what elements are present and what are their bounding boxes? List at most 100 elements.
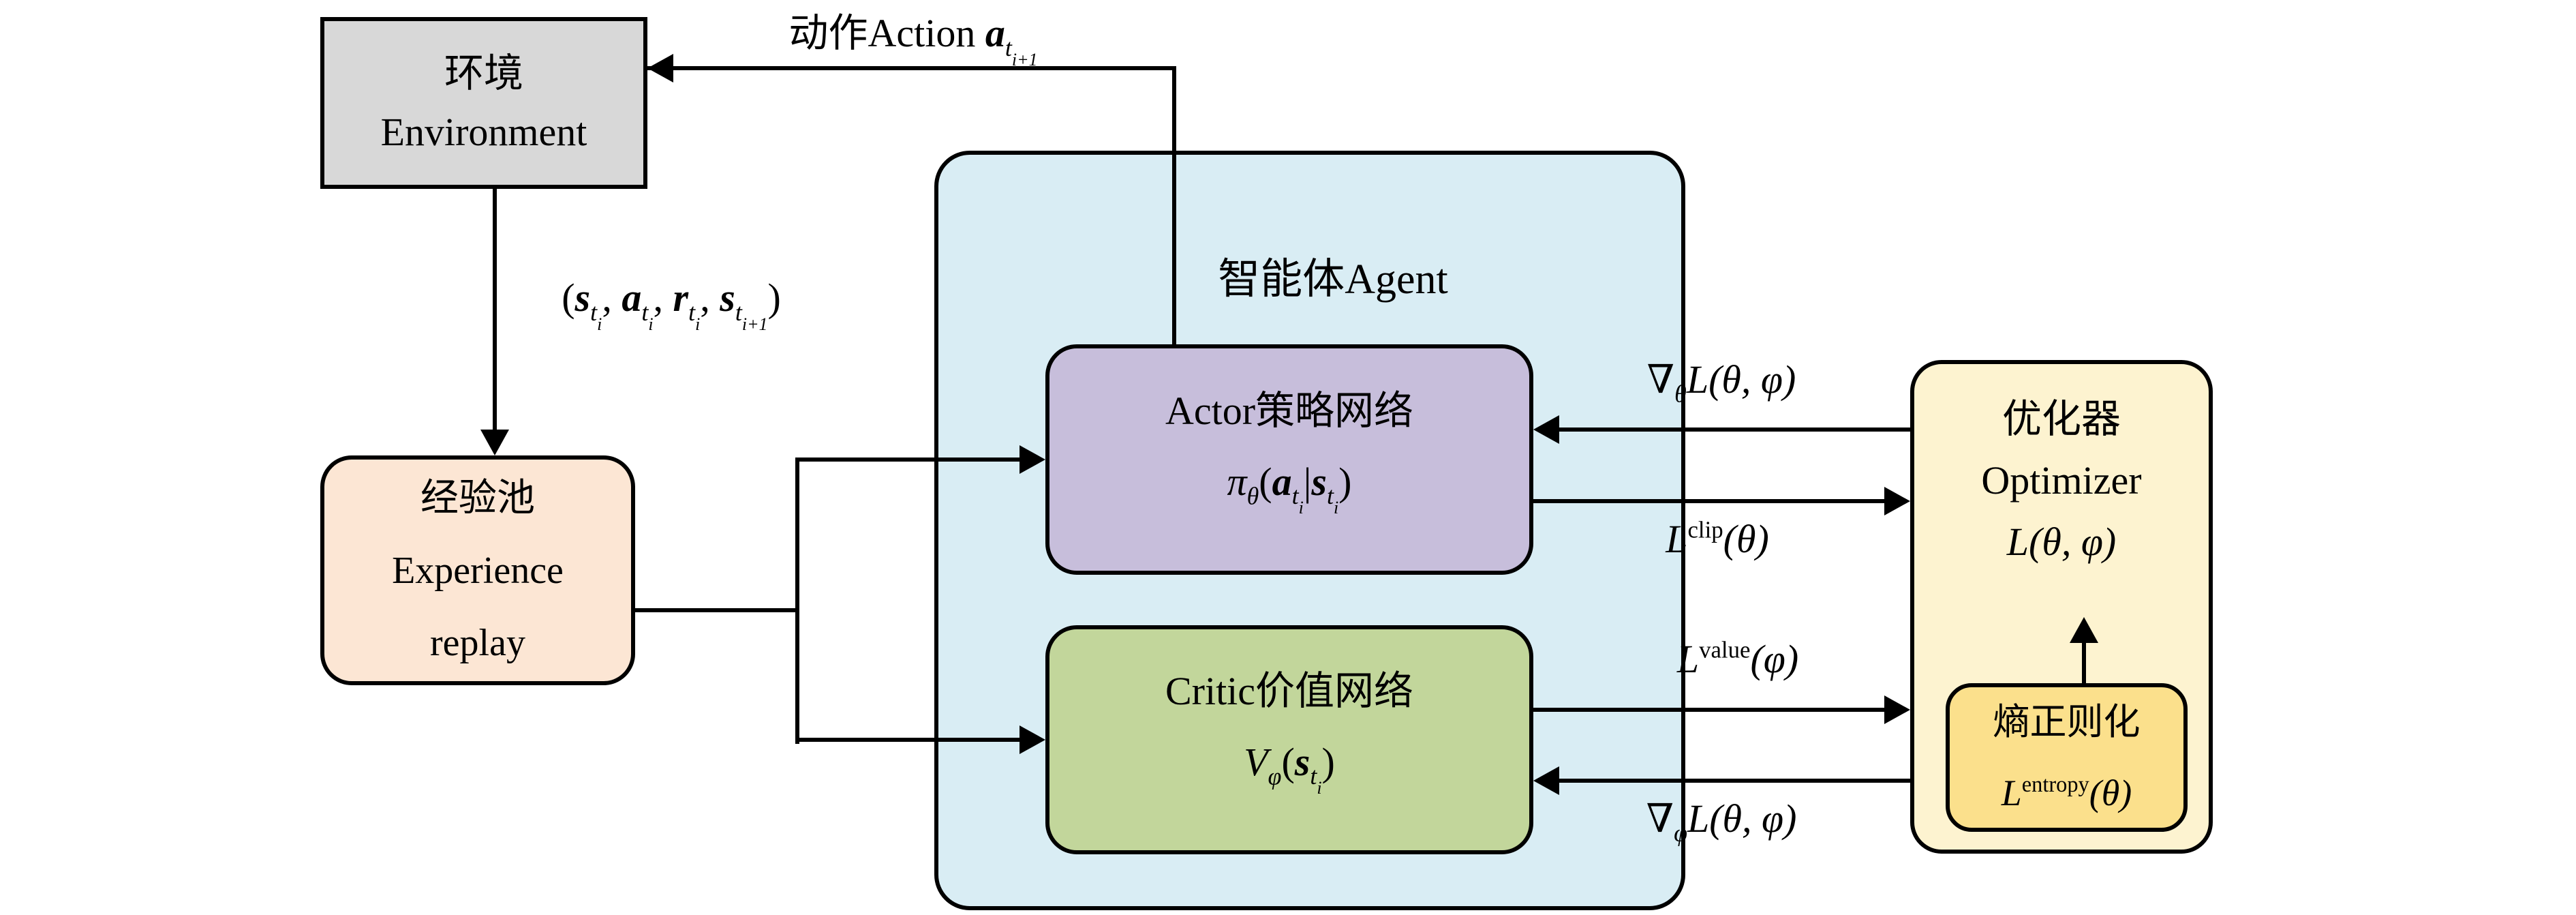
actor-formula-fn-sub: θ <box>1246 482 1259 510</box>
critic-network-box: Critic价值网络 Vφ(sti) <box>1045 625 1533 854</box>
value-loss-sup: value <box>1699 636 1751 663</box>
tuple-action-ss: i <box>648 314 654 334</box>
critic-formula-fn-sub: φ <box>1268 762 1282 790</box>
optimizer-formula: L(θ, φ) <box>2006 520 2117 564</box>
tuple-action: a <box>622 275 642 320</box>
arrowhead-into-replay <box>480 430 509 455</box>
entropy-to-optimizer-line <box>2082 642 2086 683</box>
tuple-reward-sub: t <box>688 298 696 326</box>
environment-box: 环境 Environment <box>320 17 647 189</box>
actor-formula-arg2-sub: t <box>1326 482 1334 510</box>
critic-formula-close: ) <box>1321 739 1335 784</box>
grad-theta-rest: L(θ, φ) <box>1686 357 1796 402</box>
tuple-action-sub: t <box>641 298 649 326</box>
environment-label-zh: 环境 <box>444 51 523 95</box>
tuple-state-sub: t <box>590 298 598 326</box>
arrowhead-into-optimizer-entropy <box>2070 617 2098 643</box>
critic-formula-arg-sub: t <box>1310 762 1317 790</box>
tuple-sep-3: , <box>700 275 720 320</box>
experience-label-en1: Experience <box>392 549 564 592</box>
actor-network-box: Actor策略网络 πθ(ati|sti) <box>1045 344 1533 575</box>
grad-phi-nabla: ∇ <box>1646 796 1674 841</box>
tuple-reward: r <box>673 275 689 320</box>
optimizer-label-en: Optimizer <box>1981 458 2142 502</box>
critic-formula-arg: s <box>1294 739 1310 784</box>
grad-phi-sub: φ <box>1674 819 1687 847</box>
value-loss-rest: (φ) <box>1750 637 1799 681</box>
arrowhead-into-critic-right <box>1533 766 1559 795</box>
value-loss-label: Lvalue(φ) <box>1567 633 1908 686</box>
tuple-open-paren: ( <box>562 275 575 320</box>
tuple-next-state-ss: i+1 <box>741 314 768 334</box>
entropy-regularization-box: 熵正则化 Lentropy(θ) <box>1946 683 2188 832</box>
tuple-reward-ss: i <box>695 314 701 334</box>
environment-label-en: Environment <box>380 110 587 154</box>
experience-replay-box: 经验池 Experience replay <box>320 455 635 685</box>
actor-formula-close: ) <box>1338 459 1352 504</box>
grad-phi-label: ∇φL(θ, φ) <box>1551 792 1892 850</box>
grad-phi-line <box>1559 779 1910 783</box>
actor-formula-arg1: a <box>1272 459 1292 504</box>
branch-line-vertical <box>795 457 799 744</box>
branch-to-actor-line <box>795 457 1021 462</box>
arrowhead-into-actor-left <box>1019 445 1045 474</box>
action-line-horizontal <box>647 66 1176 70</box>
clip-loss-sup: clip <box>1687 516 1723 543</box>
critic-formula-fn: V <box>1244 739 1268 784</box>
grad-phi-rest: L(θ, φ) <box>1687 796 1797 841</box>
env-to-replay-line <box>493 185 497 432</box>
actor-formula-bar: | <box>1303 459 1312 504</box>
replay-output-line <box>635 608 799 612</box>
branch-to-critic-line <box>795 738 1021 742</box>
clip-loss-rest: (θ) <box>1723 517 1769 561</box>
actor-formula-arg1-ss: i <box>1298 498 1304 518</box>
entropy-title: 熵正则化 <box>1993 701 2141 742</box>
actor-formula-fn: π <box>1227 459 1247 504</box>
tuple-next-state-sub: t <box>735 298 742 326</box>
experience-label-zh: 经验池 <box>420 477 535 520</box>
grad-theta-label: ∇θL(θ, φ) <box>1551 353 1892 410</box>
actor-formula-arg2: s <box>1311 459 1327 504</box>
tuple-sep-1: , <box>602 275 622 320</box>
actor-title: Actor策略网络 <box>1165 388 1414 433</box>
action-label-sub: t <box>1005 33 1012 61</box>
entropy-formula-rest: (θ) <box>2089 772 2132 814</box>
tuple-state: s <box>574 275 591 320</box>
clip-loss-line <box>1533 499 1886 503</box>
tuple-next-state: s <box>720 275 735 320</box>
experience-label-en2: replay <box>430 621 525 664</box>
arrowhead-into-optimizer-value <box>1884 695 1910 724</box>
entropy-formula-base: L <box>2001 772 2022 814</box>
action-label: 动作Action ati+1 <box>702 7 1124 72</box>
arrowhead-into-actor-right <box>1533 415 1559 444</box>
arrowhead-into-optimizer-clip <box>1884 487 1910 515</box>
entropy-formula: Lentropy(θ) <box>2002 753 2132 824</box>
arrowhead-into-environment <box>647 54 673 82</box>
grad-theta-line <box>1559 427 1910 432</box>
critic-formula: Vφ(sti) <box>1244 727 1335 824</box>
arrowhead-into-critic-left <box>1019 725 1045 754</box>
critic-title: Critic价值网络 <box>1165 668 1414 713</box>
value-loss-base: L <box>1676 637 1700 681</box>
actor-formula: πθ(ati|sti) <box>1227 447 1352 544</box>
action-label-subsub: i+1 <box>1011 49 1038 70</box>
clip-loss-base: L <box>1666 517 1688 561</box>
grad-theta-nabla: ∇ <box>1646 357 1675 402</box>
action-label-prefix: 动作Action <box>788 11 985 55</box>
critic-formula-open: ( <box>1281 739 1295 784</box>
transition-tuple-label: (sti, ati, rti, sti+1) <box>467 271 876 337</box>
critic-formula-arg-ss: i <box>1317 778 1322 798</box>
entropy-formula-sup: entropy <box>2021 772 2089 797</box>
action-label-var: a <box>985 11 1005 55</box>
actor-formula-open: ( <box>1259 459 1272 504</box>
tuple-close-paren: ) <box>767 275 781 320</box>
action-line-vertical <box>1172 66 1176 346</box>
actor-formula-arg1-sub: t <box>1291 482 1299 510</box>
optimizer-label-zh: 优化器 <box>2002 397 2121 441</box>
actor-formula-arg2-ss: i <box>1333 498 1339 518</box>
clip-loss-label: Lclip(θ) <box>1547 513 1888 566</box>
grad-theta-sub: θ <box>1674 380 1687 408</box>
agent-title: 智能体Agent <box>1218 256 1448 303</box>
value-loss-line <box>1533 708 1886 712</box>
